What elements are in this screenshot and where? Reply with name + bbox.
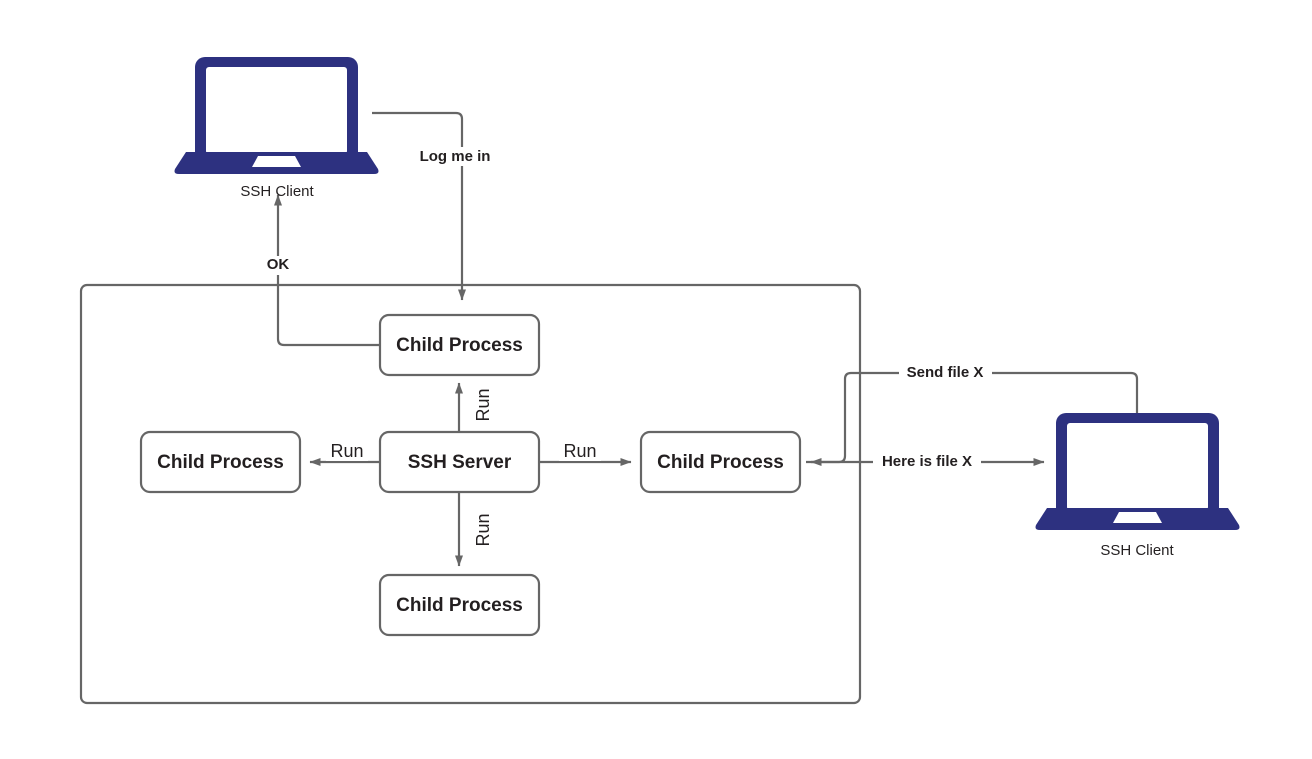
send-file-x-text: Send file X [907,364,984,381]
node-ssh-client-right[interactable]: SSH Client [1035,413,1240,559]
edge-label-log-me-in: Log me in [416,147,494,166]
run-right-text: Run [563,441,596,461]
run-down-text: Run [473,513,493,546]
child-process-top-box[interactable] [378,313,541,377]
edge-label-send-file-x: Send file X [899,364,992,382]
edge-label-run-up: Run [473,388,493,421]
child-process-bottom-box[interactable] [378,573,541,637]
edge-label-run-left: Run [326,441,368,461]
child-process-left-label: Child Process [157,452,284,473]
ssh-client-right-caption: SSH Client [1100,542,1174,559]
edge-send-file-x [810,371,1139,466]
edge-label-here-is-file-x: Here is file X [873,453,981,471]
here-is-file-x-text: Here is file X [882,453,972,470]
run-left-text: Run [330,441,363,461]
laptop-icon [174,57,379,174]
laptop-icon [1035,413,1240,530]
ssh-server-label: SSH Server [408,452,512,473]
edge-label-ok: OK [264,256,292,275]
log-me-in-text: Log me in [420,148,491,165]
node-ssh-server[interactable]: SSH Server [378,430,541,494]
ssh-server-box[interactable] [378,430,541,494]
child-process-bottom-label: Child Process [396,595,523,616]
node-ssh-client-top[interactable]: SSH Client [174,57,379,200]
node-child-process-right[interactable]: Child Process [639,430,802,494]
node-child-process-top[interactable]: Child Process [378,313,541,377]
edge-log-me-in [372,111,466,301]
child-process-left-box[interactable] [139,430,302,494]
edge-label-run-right: Run [559,441,601,461]
node-child-process-left[interactable]: Child Process [139,430,302,494]
child-process-top-label: Child Process [396,335,523,356]
ssh-client-top-caption: SSH Client [240,183,314,200]
child-process-right-box[interactable] [639,430,802,494]
run-up-text: Run [473,388,493,421]
child-process-right-label: Child Process [657,452,784,473]
edge-label-run-down: Run [473,513,493,546]
ok-text: OK [267,256,290,273]
edge-ok [274,194,380,347]
node-child-process-bottom[interactable]: Child Process [378,573,541,637]
server-host-container [79,283,862,705]
